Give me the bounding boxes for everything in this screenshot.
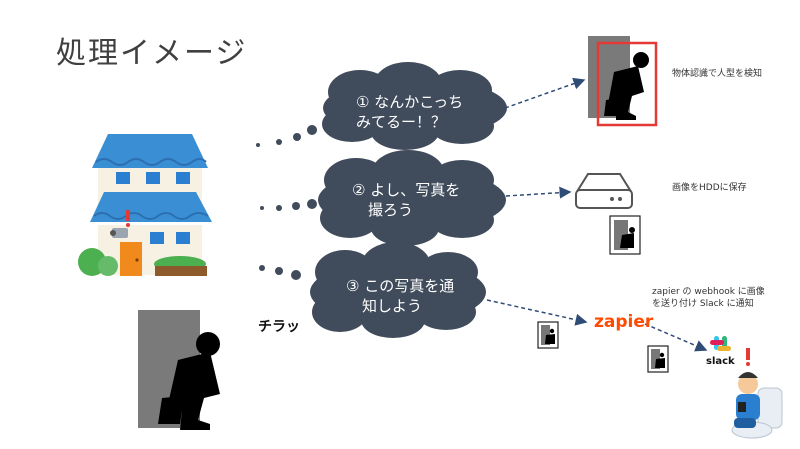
peek-text: チラッ bbox=[258, 319, 300, 335]
house-icon bbox=[78, 134, 212, 276]
cloud-1-line-1: ① なんかこっち bbox=[356, 93, 464, 111]
arrow-detect bbox=[504, 77, 586, 109]
hdd-icon bbox=[575, 173, 633, 209]
thought-cloud-1 bbox=[322, 62, 507, 150]
cloud-2-line-1: ② よし、写真を bbox=[352, 181, 461, 199]
saved-photo-icon bbox=[609, 215, 641, 255]
notify-label-line-1: zapier の webhook に画像 bbox=[652, 287, 765, 297]
sent-photo-icon-2 bbox=[647, 345, 669, 373]
thought-dots-2 bbox=[260, 199, 317, 211]
thought-cloud-2 bbox=[318, 150, 506, 246]
detected-person-icon bbox=[588, 36, 658, 127]
cloud-1-line-2: みてるー！？ bbox=[356, 113, 447, 131]
cloud-3-text: ③ この写真を通 知しよう bbox=[346, 276, 454, 316]
save-label: 画像をHDDに保存 bbox=[672, 183, 747, 193]
peeking-person-icon bbox=[138, 310, 220, 430]
thought-dots-3 bbox=[259, 265, 301, 280]
slack-icon bbox=[710, 336, 731, 351]
cloud-3-line-2: 知しよう bbox=[362, 297, 423, 315]
notify-label: zapier の webhook に画像 を送り付け Slack に通知 bbox=[652, 286, 765, 310]
cloud-1-text: ① なんかこっち みてるー！？ bbox=[356, 92, 463, 132]
arrow-save bbox=[505, 186, 572, 199]
thought-dots-1 bbox=[256, 125, 317, 147]
thought-cloud-3 bbox=[310, 242, 486, 338]
slack-logo-text: slack bbox=[706, 356, 735, 367]
alert-icon bbox=[746, 348, 750, 366]
detect-label: 物体認識で人型を検知 bbox=[672, 69, 763, 79]
cloud-2-line-2: 撮ろう bbox=[368, 201, 414, 219]
user-on-toilet-icon bbox=[731, 372, 783, 439]
cloud-2-text: ② よし、写真を 撮ろう bbox=[352, 180, 460, 220]
sent-photo-icon-1 bbox=[537, 321, 559, 349]
notify-label-line-2: を送り付け Slack に通知 bbox=[652, 299, 754, 309]
cloud-3-line-1: ③ この写真を通 bbox=[346, 277, 455, 295]
slide-title: 処理イメージ bbox=[56, 36, 248, 71]
zapier-logo: zapier bbox=[594, 312, 654, 332]
arrow-zapier bbox=[486, 299, 588, 326]
